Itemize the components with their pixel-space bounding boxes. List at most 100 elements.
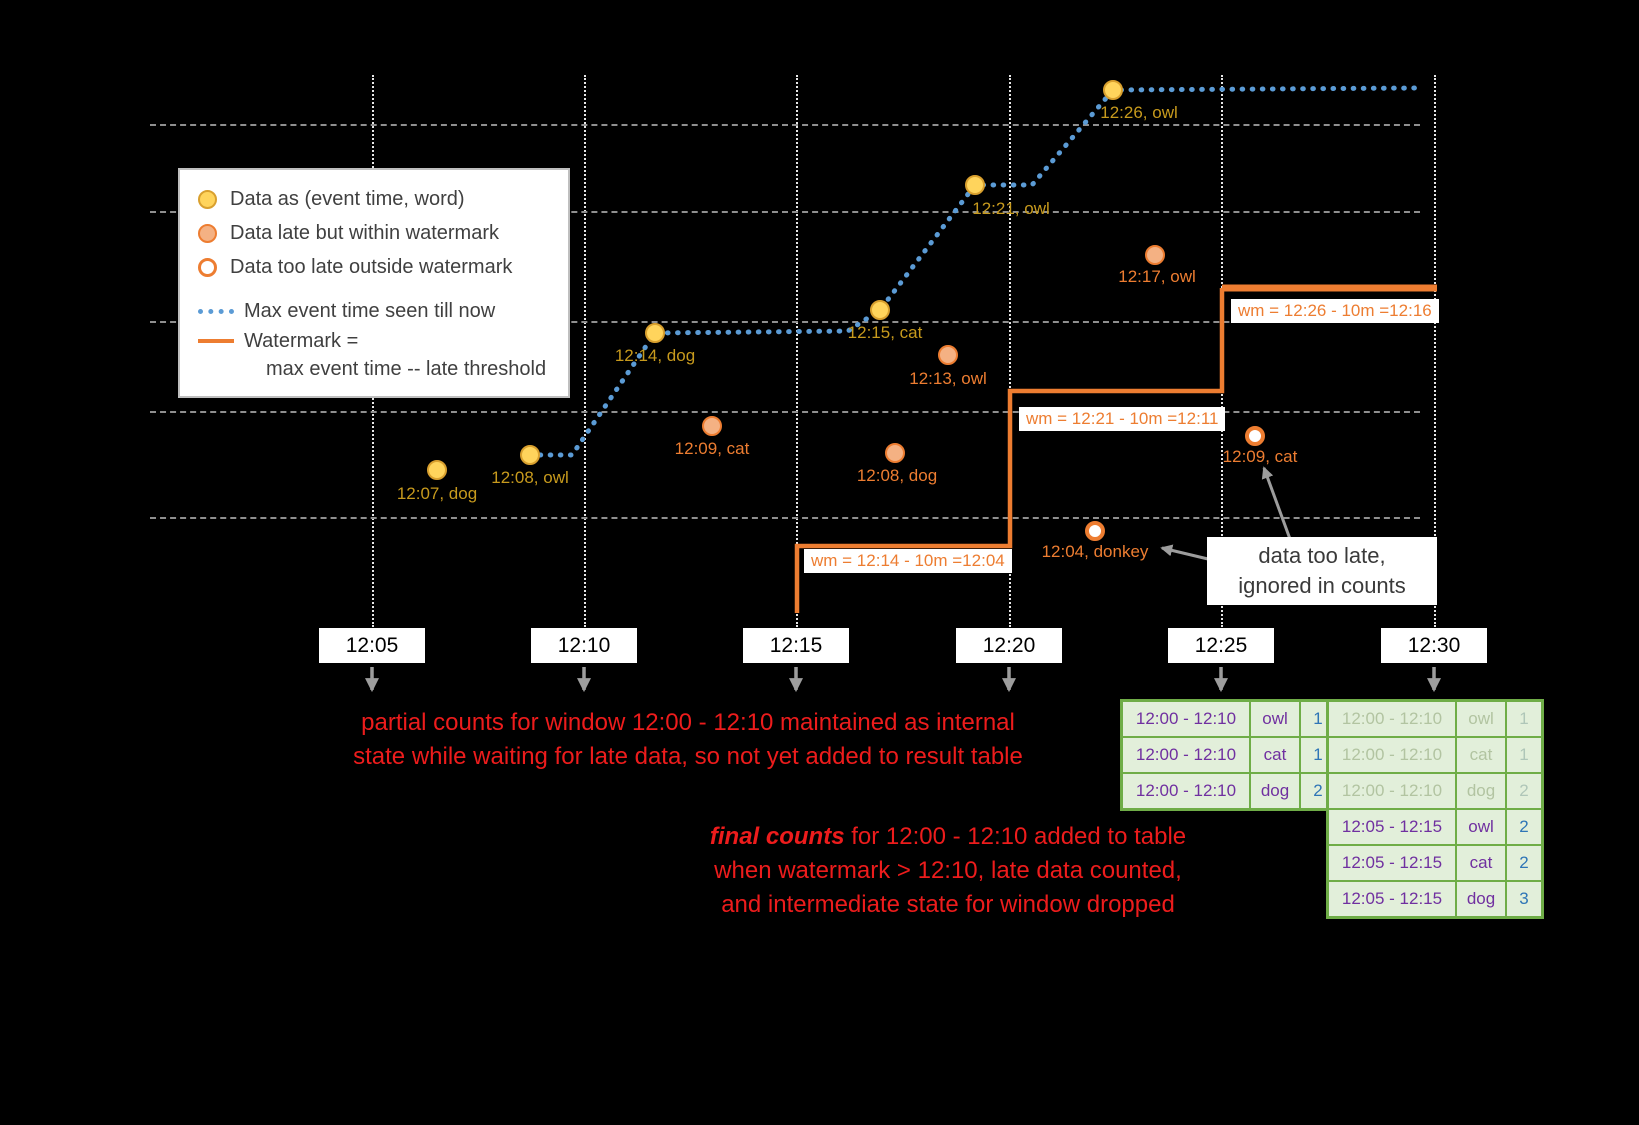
note-line: state while waiting for late data, so no… [353, 743, 1023, 770]
table-row: 12:00 - 12:10 dog 2 [1120, 772, 1338, 811]
watermark-step-line [794, 288, 1225, 613]
gridline-horizontal [150, 411, 1420, 413]
time-tick-12-10: 12:10 [531, 628, 637, 663]
final-counts-note: final counts for 12:00 - 12:10 added to … [710, 820, 1186, 922]
data-point-late [1145, 245, 1165, 265]
data-point-label: 12:21, owl [972, 199, 1050, 218]
window-cell: 12:05 - 12:15 [1326, 880, 1457, 919]
count-cell: 1 [1505, 736, 1544, 774]
word-cell: owl [1455, 699, 1507, 738]
legend-label: Data too late outside watermark [230, 255, 513, 278]
table-row-dropped: 12:00 - 12:10 cat 1 [1326, 736, 1544, 774]
legend-item-too-late: Data too late outside watermark [198, 250, 558, 284]
ontime-dot-icon [198, 189, 217, 209]
window-cell: 12:00 - 12:10 [1326, 699, 1457, 738]
dotted-line-icon [198, 308, 234, 314]
window-cell: 12:00 - 12:10 [1120, 772, 1251, 811]
legend-label: Data late but within watermark [230, 221, 500, 244]
window-cell: 12:00 - 12:10 [1120, 736, 1251, 774]
legend-label: Max event time seen till now [244, 299, 496, 322]
gridline-vertical [584, 75, 586, 627]
data-point-label: 12:14, dog [614, 346, 696, 365]
watermark-value-label: wm = 12:21 - 10m =12:11 [1019, 407, 1226, 431]
table-row: 12:05 - 12:15 dog 3 [1326, 880, 1544, 919]
result-table-12-25: 12:00 - 12:10 owl 1 12:00 - 12:10 cat 1 … [1120, 699, 1338, 811]
note-emphasis: final counts [709, 823, 845, 850]
legend-label: Data as (event time, word) [230, 187, 465, 210]
data-point-too-late [1085, 521, 1105, 541]
time-tick-12-05: 12:05 [319, 628, 425, 663]
callout-arrow-to-donkey [1160, 544, 1209, 561]
callout-line: data too late, [1258, 543, 1386, 568]
legend-item-ontime: Data as (event time, word) [198, 182, 558, 216]
data-point-label: 12:04, donkey [1041, 542, 1149, 561]
table-row: 12:05 - 12:15 owl 2 [1326, 808, 1544, 846]
word-cell: owl [1455, 808, 1507, 846]
data-point-late [885, 443, 905, 463]
data-point-label: 12:08, dog [856, 466, 938, 485]
too-late-dot-icon [198, 257, 217, 277]
data-point-ontime [870, 300, 890, 320]
legend-item-watermark-line2: max event time -- late threshold [266, 356, 558, 382]
legend-label: Watermark = [244, 329, 359, 352]
result-table-12-30: 12:00 - 12:10 owl 1 12:00 - 12:10 cat 1 … [1326, 699, 1544, 919]
data-point-too-late [1245, 426, 1265, 446]
watermark-line-icon [198, 339, 234, 343]
data-point-label: 12:17, owl [1118, 267, 1196, 286]
callout-arrow-to-late-cat [1261, 466, 1292, 540]
count-cell: 2 [1505, 772, 1544, 810]
count-cell: 2 [1505, 844, 1544, 882]
word-cell: cat [1455, 736, 1507, 774]
too-late-callout: data too late, ignored in counts [1207, 537, 1437, 605]
window-cell: 12:00 - 12:10 [1326, 736, 1457, 774]
watermark-value-label: wm = 12:14 - 10m =12:04 [804, 549, 1012, 573]
count-cell: 3 [1505, 880, 1544, 919]
data-point-ontime [645, 323, 665, 343]
max-event-time-line [527, 85, 1419, 458]
gridline-horizontal [150, 517, 1420, 519]
word-cell: dog [1455, 880, 1507, 919]
legend-item-late: Data late but within watermark [198, 216, 558, 250]
partial-counts-note: partial counts for window 12:00 - 12:10 … [353, 706, 1023, 774]
table-row: 12:00 - 12:10 owl 1 [1120, 699, 1338, 738]
legend-item-watermark: Watermark = [198, 326, 558, 356]
word-cell: dog [1249, 772, 1301, 811]
time-tick-12-30: 12:30 [1381, 628, 1487, 663]
data-point-ontime [520, 445, 540, 465]
data-point-label: 12:09, cat [674, 439, 750, 458]
callout-line: ignored in counts [1238, 573, 1406, 598]
data-point-ontime [427, 460, 447, 480]
count-cell: 1 [1505, 699, 1544, 738]
note-line: partial counts for window 12:00 - 12:10 … [361, 709, 1015, 736]
watermark-value-label: wm = 12:26 - 10m =12:16 [1231, 299, 1439, 323]
word-cell: dog [1455, 772, 1507, 810]
note-line-rest: for 12:00 - 12:10 added to table [844, 823, 1187, 850]
late-dot-icon [198, 223, 217, 243]
data-point-label: 12:26, owl [1100, 103, 1178, 122]
time-tick-12-15: 12:15 [743, 628, 849, 663]
gridline-horizontal [150, 124, 1420, 126]
gridline-vertical [1009, 75, 1011, 627]
gridline-horizontal [150, 211, 1420, 213]
data-point-ontime [965, 175, 985, 195]
window-cell: 12:00 - 12:10 [1326, 772, 1457, 810]
time-tick-12-25: 12:25 [1168, 628, 1274, 663]
word-cell: cat [1455, 844, 1507, 882]
legend: Data as (event time, word) Data late but… [178, 168, 570, 398]
data-point-label: 12:13, owl [909, 369, 987, 388]
legend-item-max-event-time: Max event time seen till now [198, 296, 558, 326]
data-point-ontime [1103, 80, 1123, 100]
data-point-label: 12:07, dog [396, 484, 478, 503]
legend-label: max event time -- late threshold [266, 357, 547, 380]
window-cell: 12:00 - 12:10 [1120, 699, 1251, 738]
word-cell: cat [1249, 736, 1301, 774]
window-cell: 12:05 - 12:15 [1326, 808, 1457, 846]
data-point-label: 12:09, cat [1222, 447, 1298, 466]
table-row-dropped: 12:00 - 12:10 dog 2 [1326, 772, 1544, 810]
table-row: 12:05 - 12:15 cat 2 [1326, 844, 1544, 882]
data-point-label: 12:15, cat [847, 323, 923, 342]
note-line: final counts for 12:00 - 12:10 added to … [710, 820, 1186, 854]
table-row-dropped: 12:00 - 12:10 owl 1 [1326, 699, 1544, 738]
window-cell: 12:05 - 12:15 [1326, 844, 1457, 882]
